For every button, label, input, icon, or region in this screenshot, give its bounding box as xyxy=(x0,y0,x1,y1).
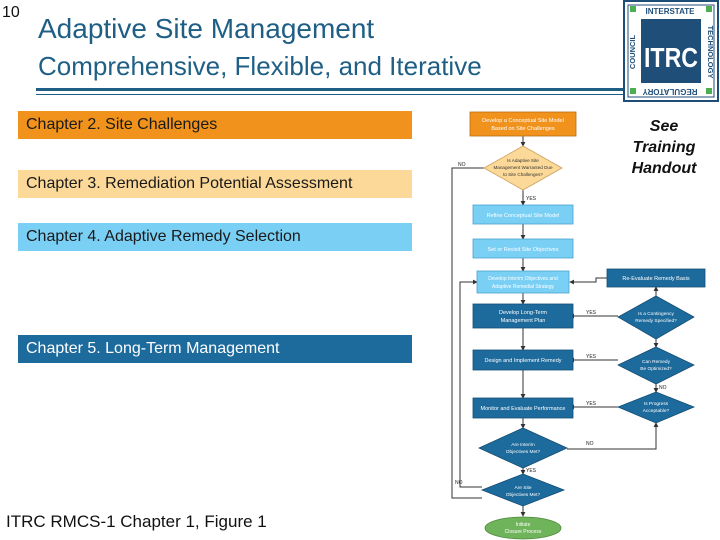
figure-caption: ITRC RMCS-1 Chapter 1, Figure 1 xyxy=(6,512,267,531)
svg-text:Objectives Met?: Objectives Met? xyxy=(506,492,541,498)
closure-terminal: Initiate Closure Process xyxy=(484,516,562,540)
edge-label-no: NO xyxy=(659,385,667,391)
decision-adaptive: Is Adaptive Site Management Warranted Du… xyxy=(483,145,563,191)
logo-left-text: COUNCIL xyxy=(628,35,637,70)
svg-text:Management Warranted Due: Management Warranted Due xyxy=(493,165,553,170)
svg-text:Initiate: Initiate xyxy=(516,522,531,528)
svg-text:Develop Long-Term: Develop Long-Term xyxy=(499,310,547,316)
logo-top-text: INTERSTATE xyxy=(645,7,695,16)
monitor-evaluate-box: Monitor and Evaluate Performance xyxy=(472,397,574,419)
long-term-plan-box: Develop Long-Term Management Plan xyxy=(472,303,574,329)
svg-text:Monitor and Evaluate Performan: Monitor and Evaluate Performance xyxy=(481,406,566,412)
edge-label-yes: YES xyxy=(586,401,597,407)
svg-text:Management Plan: Management Plan xyxy=(501,318,546,324)
itrc-logo: INTERSTATE REGULATORY COUNCIL TECHNOLOGY… xyxy=(623,0,719,102)
chapter-4-bar: Chapter 4. Adaptive Remedy Selection xyxy=(18,223,412,251)
svg-text:Set or Revisit Site Objectives: Set or Revisit Site Objectives xyxy=(488,247,559,253)
svg-text:to Site Challenges?: to Site Challenges? xyxy=(503,172,543,177)
edge-label-yes: YES xyxy=(526,468,537,474)
title-rule xyxy=(36,88,626,91)
refine-csm-box: Refine Conceptual Site Model xyxy=(472,204,574,225)
svg-text:Is a Contingency: Is a Contingency xyxy=(638,311,674,317)
svg-text:Develop Interim Objectives and: Develop Interim Objectives and xyxy=(488,276,558,282)
svg-text:Be Optimized?: Be Optimized? xyxy=(640,366,672,372)
chapter-3-bar: Chapter 3. Remediation Potential Assessm… xyxy=(18,170,412,198)
edge-label-no: NO xyxy=(586,441,594,447)
edge-label-yes: YES xyxy=(586,310,597,316)
svg-text:Remedy Specified?: Remedy Specified? xyxy=(635,318,677,324)
svg-text:Acceptable?: Acceptable? xyxy=(643,408,670,414)
svg-text:Is Progress: Is Progress xyxy=(644,401,669,407)
logo-bottom-text: REGULATORY xyxy=(642,87,698,96)
edge-label-no: NO xyxy=(458,162,466,168)
side-note-line: Handout xyxy=(631,160,697,177)
interim-objectives-box: Develop Interim Objectives and Adaptive … xyxy=(476,270,570,294)
svg-text:Based on Site Challenges: Based on Site Challenges xyxy=(491,126,555,132)
svg-text:Develop a Conceptual Site Mode: Develop a Conceptual Site Model xyxy=(482,118,564,124)
design-implement-box: Design and Implement Remedy xyxy=(472,349,574,371)
svg-text:Objectives Met?: Objectives Met? xyxy=(506,449,541,455)
decision-optimized: Can Remedy Be Optimized? xyxy=(617,346,695,385)
logo-right-text: TECHNOLOGY xyxy=(706,26,715,79)
title-rule-thin xyxy=(36,94,626,95)
start-box: Develop a Conceptual Site Model Based on… xyxy=(469,111,577,137)
adaptive-management-flowchart: NO YES YES NO YES NO YES NO YES NO Devel… xyxy=(451,111,706,540)
svg-text:Closure Process: Closure Process xyxy=(505,529,542,535)
edge-label-yes: YES xyxy=(586,354,597,360)
svg-text:Are Interim: Are Interim xyxy=(511,442,534,448)
decision-site-met: Are Site Objectives Met? xyxy=(480,473,566,507)
set-objectives-box: Set or Revisit Site Objectives xyxy=(472,238,574,259)
edge-label-yes: YES xyxy=(526,196,537,202)
decision-interim-met: Are Interim Objectives Met? xyxy=(478,427,568,469)
side-note-line: Training xyxy=(632,139,696,156)
svg-text:Is Adaptive Site: Is Adaptive Site xyxy=(507,158,539,163)
page-title: Adaptive Site Management xyxy=(38,13,375,44)
side-note: See Training Handout xyxy=(612,116,716,179)
svg-text:Adaptive Remedial Strategy: Adaptive Remedial Strategy xyxy=(492,284,554,290)
svg-text:Are Site: Are Site xyxy=(514,485,531,491)
svg-text:Re-Evaluate Remedy Basis: Re-Evaluate Remedy Basis xyxy=(622,276,690,282)
reevaluate-box: Re-Evaluate Remedy Basis xyxy=(606,268,706,288)
page-subtitle: Comprehensive, Flexible, and Iterative xyxy=(38,51,482,81)
svg-text:Refine Conceptual Site Model: Refine Conceptual Site Model xyxy=(487,213,560,219)
edge-label-no: NO xyxy=(455,480,463,486)
svg-text:Can Remedy: Can Remedy xyxy=(642,359,671,365)
decision-contingency: Is a Contingency Remedy Specified? xyxy=(617,295,695,340)
slide-number: 10 xyxy=(2,4,20,21)
chapter-2-bar: Chapter 2. Site Challenges xyxy=(18,111,412,139)
chapter-5-bar: Chapter 5. Long-Term Management xyxy=(18,335,412,363)
side-note-line: See xyxy=(649,118,679,135)
decision-progress: Is Progress Acceptable? xyxy=(616,391,696,424)
logo-main-text: ITRC xyxy=(644,42,698,73)
svg-text:Design and Implement Remedy: Design and Implement Remedy xyxy=(484,358,561,364)
